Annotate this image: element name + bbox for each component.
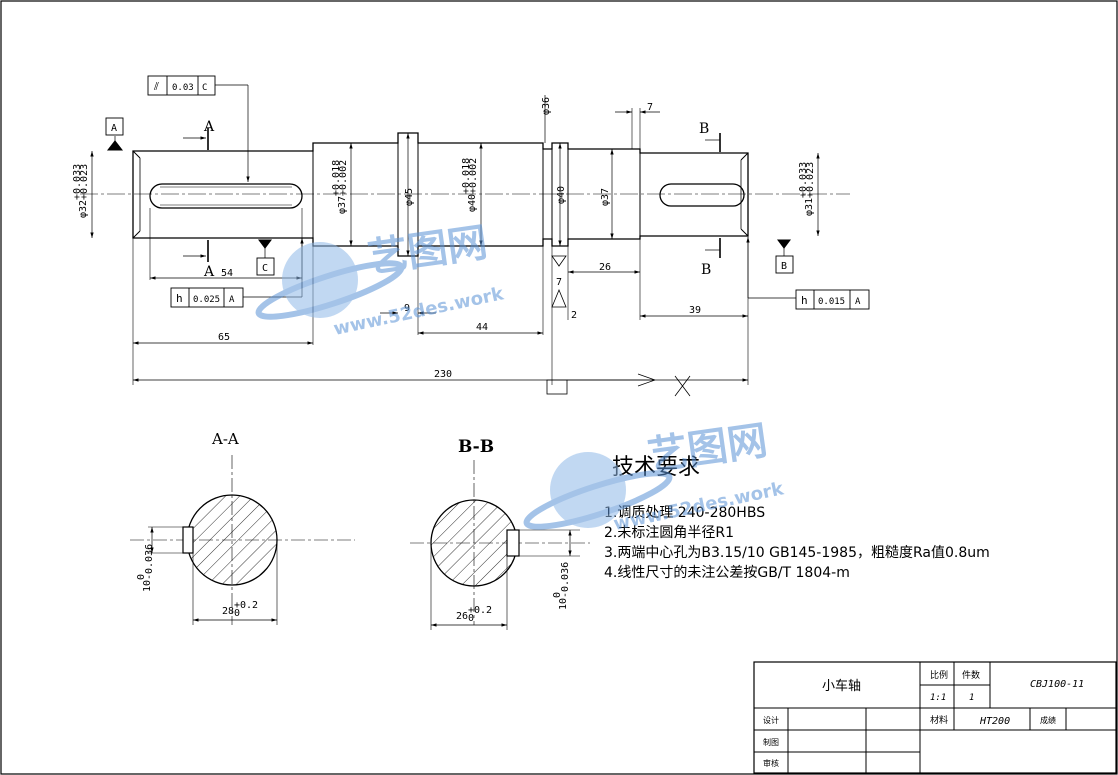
- dim-len-9: 9: [404, 303, 410, 314]
- datum-a-box: [105, 117, 124, 136]
- dim-37-left: φ37: [337, 196, 348, 214]
- dim-right-end-tol-up: +0.033: [798, 162, 809, 198]
- gdt-left-value: 0.025: [193, 295, 220, 305]
- section-a-keyway-tol-low: -0.036: [144, 544, 155, 580]
- section-mark-b-top: B: [699, 121, 709, 137]
- tech-req-item-1: 1.调质处理 240-280HBS: [604, 505, 765, 521]
- title-qty-value: 1: [969, 693, 974, 703]
- title-drawing-no: CBJ100-11: [1030, 679, 1084, 690]
- dim-40-right: φ40: [556, 186, 567, 204]
- gdt-frame-top: [147, 75, 216, 96]
- title-drafted-label: 制图: [763, 737, 779, 747]
- section-b-depth-tol: +0.2: [468, 605, 492, 616]
- section-view-b: B-B 10 0 -0.036 26 +0.2 0: [410, 437, 590, 630]
- tech-req-item-3: 3.两端中心孔为B3.15/10 GB145-1985，粗糙度Ra值0.8um: [604, 545, 990, 561]
- section-a-depth-tol-low: 0: [234, 608, 240, 619]
- dim-len-230: 230: [434, 369, 452, 380]
- watermark-brand-1: 艺图网: [365, 220, 490, 282]
- dim-37-right: φ37: [600, 188, 611, 206]
- title-material-label: 材料: [930, 714, 948, 726]
- dim-right-end: φ31: [804, 198, 815, 216]
- length-labels: 54 65 9 44 230 7 26 39 7 2: [218, 102, 701, 380]
- title-block: [753, 661, 1117, 774]
- tech-req-item-2: 2.未标注圆角半径R1: [604, 525, 734, 541]
- gdt-left-symbol: h: [176, 292, 183, 305]
- section-b-keyway-dim: 10: [558, 598, 569, 610]
- datum-b-label: B: [781, 261, 787, 272]
- dim-right-end-tol-low: +0.023: [805, 162, 816, 198]
- dim-len-26: 26: [599, 262, 611, 273]
- title-part-name: 小车轴: [822, 678, 861, 694]
- gdt-right-symbol: h: [801, 294, 808, 307]
- tech-requirements: 技术要求 1.调质处理 240-280HBS 2.未标注圆角半径R1 3.两端中…: [604, 455, 990, 581]
- section-a-keyway-dim: 10: [142, 580, 153, 592]
- dim-45: φ45: [404, 188, 415, 206]
- section-mark-a-bottom: A: [203, 264, 215, 280]
- dim-40-mid-tol-low: +0.002: [468, 158, 479, 194]
- title-reviewed-label: 审核: [763, 758, 779, 768]
- tech-req-item-4: 4.线性尺寸的未注公差按GB/T 1804-m: [604, 565, 850, 581]
- dim-len-39: 39: [689, 305, 701, 316]
- datum-a-label: A: [111, 123, 117, 134]
- dim-40-mid: φ40: [467, 194, 478, 212]
- datum-b-box: [775, 255, 794, 274]
- section-b-depth-dim: 26: [456, 611, 468, 622]
- title-grade-label: 成绩: [1040, 715, 1056, 725]
- dim-left-end-tol-low: +0.023: [79, 164, 90, 200]
- gdt-top-datum: C: [202, 83, 207, 93]
- dim-len-65: 65: [218, 332, 230, 343]
- dim-left-end-tol-up: +0.033: [72, 164, 83, 200]
- section-b-title: B-B: [458, 437, 494, 457]
- section-a-depth-dim: 28: [222, 606, 234, 617]
- gdt-top-value: 0.03: [172, 83, 194, 93]
- dim-36: φ36: [541, 97, 552, 115]
- dim-left-end: φ32: [78, 200, 89, 218]
- section-mark-a-top: A: [203, 119, 215, 135]
- title-scale-value: 1:1: [930, 693, 946, 703]
- dim-len-7-bottom: 7: [556, 277, 562, 288]
- section-b-depth-tol-low: 0: [468, 613, 474, 624]
- dim-40-mid-tol-up: +0.018: [461, 158, 472, 194]
- dim-37-left-tol-low: +0.002: [338, 160, 349, 196]
- section-mark-b-bottom: B: [701, 262, 711, 278]
- title-drawn-label: 设计: [763, 715, 779, 725]
- section-a-keyway-tol-up: 0: [136, 574, 147, 580]
- section-a-title: A-A: [211, 430, 239, 448]
- diameter-labels: φ32 +0.033 +0.023 φ37 +0.018 +0.002 φ45 …: [72, 97, 816, 218]
- section-b-keyway-tol-up: 0: [552, 592, 563, 598]
- title-qty-label: 件数: [962, 669, 980, 681]
- gdt-frame-left: [170, 287, 244, 308]
- section-a-depth-tol: +0.2: [234, 600, 258, 611]
- gdt-right-datum: A: [855, 297, 861, 307]
- dim-len-7-top: 7: [647, 102, 653, 113]
- gdt-left-datum: A: [229, 295, 235, 305]
- gdt-top-symbol: ⫽: [153, 80, 159, 93]
- dim-len-44: 44: [476, 322, 488, 333]
- dim-len-2: 2: [571, 310, 577, 321]
- dim-37-left-tol-up: +0.018: [331, 160, 342, 196]
- section-view-a: A-A 10 0 -0.036 28 +0.2 0: [130, 430, 355, 625]
- datum-c-label: C: [262, 263, 268, 274]
- gdt-frame-right: [795, 289, 870, 310]
- datum-c-box: [256, 257, 275, 276]
- watermark-brand-2: 艺图网: [645, 418, 770, 480]
- section-b-keyway-tol-low: -0.036: [560, 562, 571, 598]
- dim-len-54: 54: [221, 268, 233, 279]
- title-scale-label: 比例: [930, 669, 948, 681]
- title-material-value: HT200: [979, 716, 1010, 727]
- gdt-right-value: 0.015: [818, 297, 845, 307]
